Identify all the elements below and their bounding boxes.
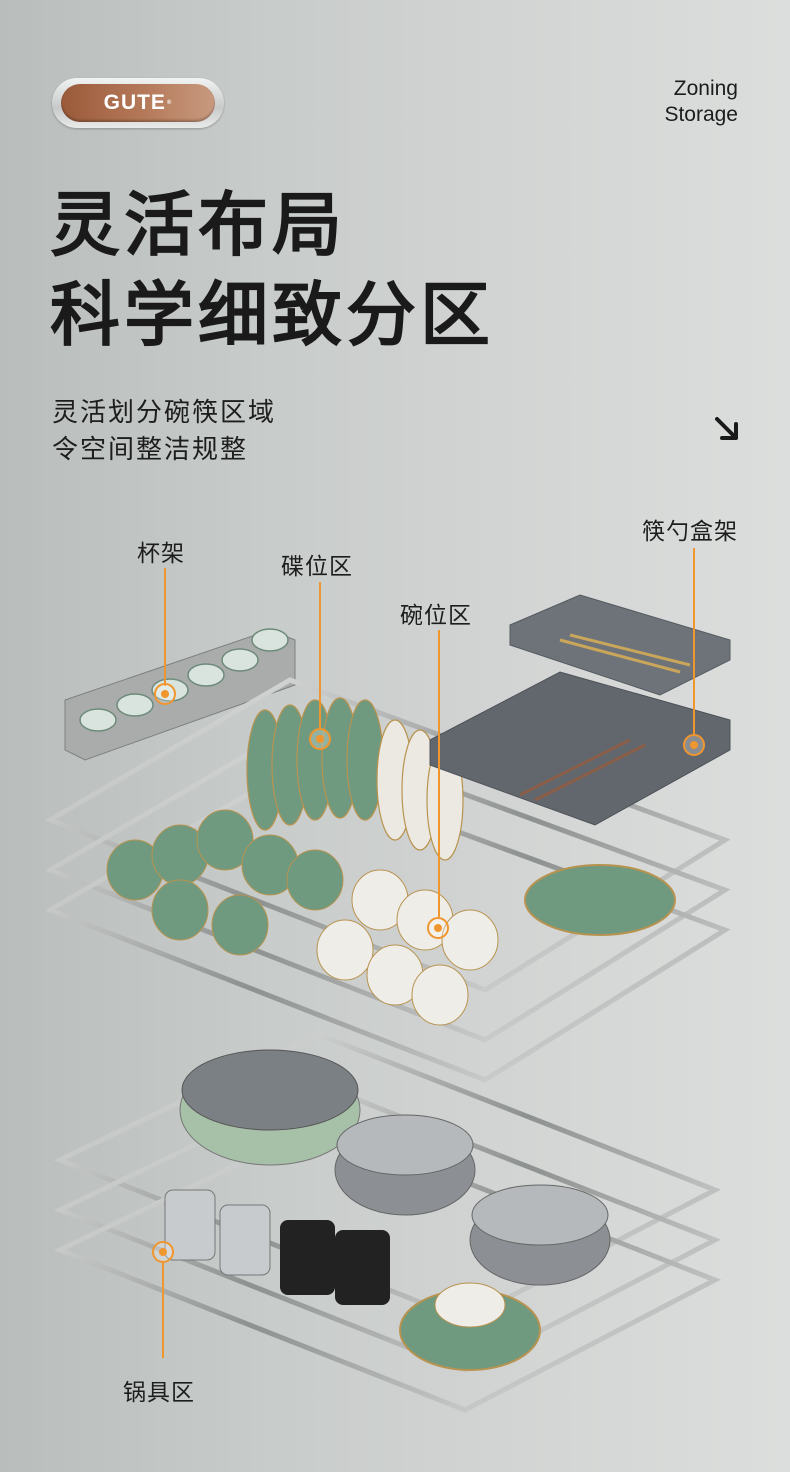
- cup-rack: [64, 628, 296, 761]
- green-plate: [524, 864, 676, 936]
- page-title: 灵活布局 科学细致分区: [50, 180, 494, 360]
- utensil-tray-marker-icon[interactable]: [683, 734, 705, 756]
- zone-label-bowl-area: 碗位区: [400, 603, 472, 629]
- cookware-marker-icon[interactable]: [152, 1241, 174, 1263]
- zone-label-cup-rack: 杯架: [137, 541, 185, 567]
- plate-area-leader-line: [319, 582, 321, 728]
- zone-label-cookware: 锅具区: [123, 1380, 195, 1406]
- utensil-tray-leader-line: [693, 548, 695, 734]
- zone-label-plate-area: 碟位区: [281, 554, 353, 580]
- title-line-2: 科学细致分区: [50, 274, 494, 356]
- tagline-line-2: Storage: [664, 103, 738, 126]
- lower-basket: [53, 1032, 722, 1413]
- plate-area-marker-icon[interactable]: [309, 728, 331, 750]
- title-line-1: 灵活布局: [50, 184, 346, 266]
- brand-logo: GUTE®: [61, 84, 215, 122]
- brand-logo-frame: GUTE®: [52, 78, 224, 128]
- bowl-area-leader-line: [438, 630, 440, 917]
- tagline: Zoning Storage: [664, 76, 738, 128]
- subtitle: 灵活划分碗筷区域 令空间整洁规整: [52, 395, 276, 469]
- cup-rack-marker-icon[interactable]: [154, 683, 176, 705]
- subtitle-line-1: 灵活划分碗筷区域: [52, 398, 277, 428]
- utensil-tray: [429, 594, 731, 826]
- bowl-rows: [106, 809, 499, 1026]
- tagline-line-1: Zoning: [673, 77, 738, 100]
- plate-stack: [246, 697, 464, 861]
- cup-rack-leader-line: [164, 568, 166, 686]
- cookware-leader-line: [162, 1263, 164, 1358]
- zone-label-utensil-tray: 筷勺盒架: [642, 519, 738, 545]
- cookware: [164, 1049, 611, 1371]
- subtitle-line-2: 令空间整洁规整: [52, 435, 249, 465]
- brand-logo-text: GUTE: [103, 91, 166, 114]
- bowl-area-marker-icon[interactable]: [427, 917, 449, 939]
- registered-mark: ®: [166, 100, 173, 106]
- arrow-down-right-icon: [715, 417, 738, 440]
- kitchen-basket-illustration: [44, 594, 731, 1413]
